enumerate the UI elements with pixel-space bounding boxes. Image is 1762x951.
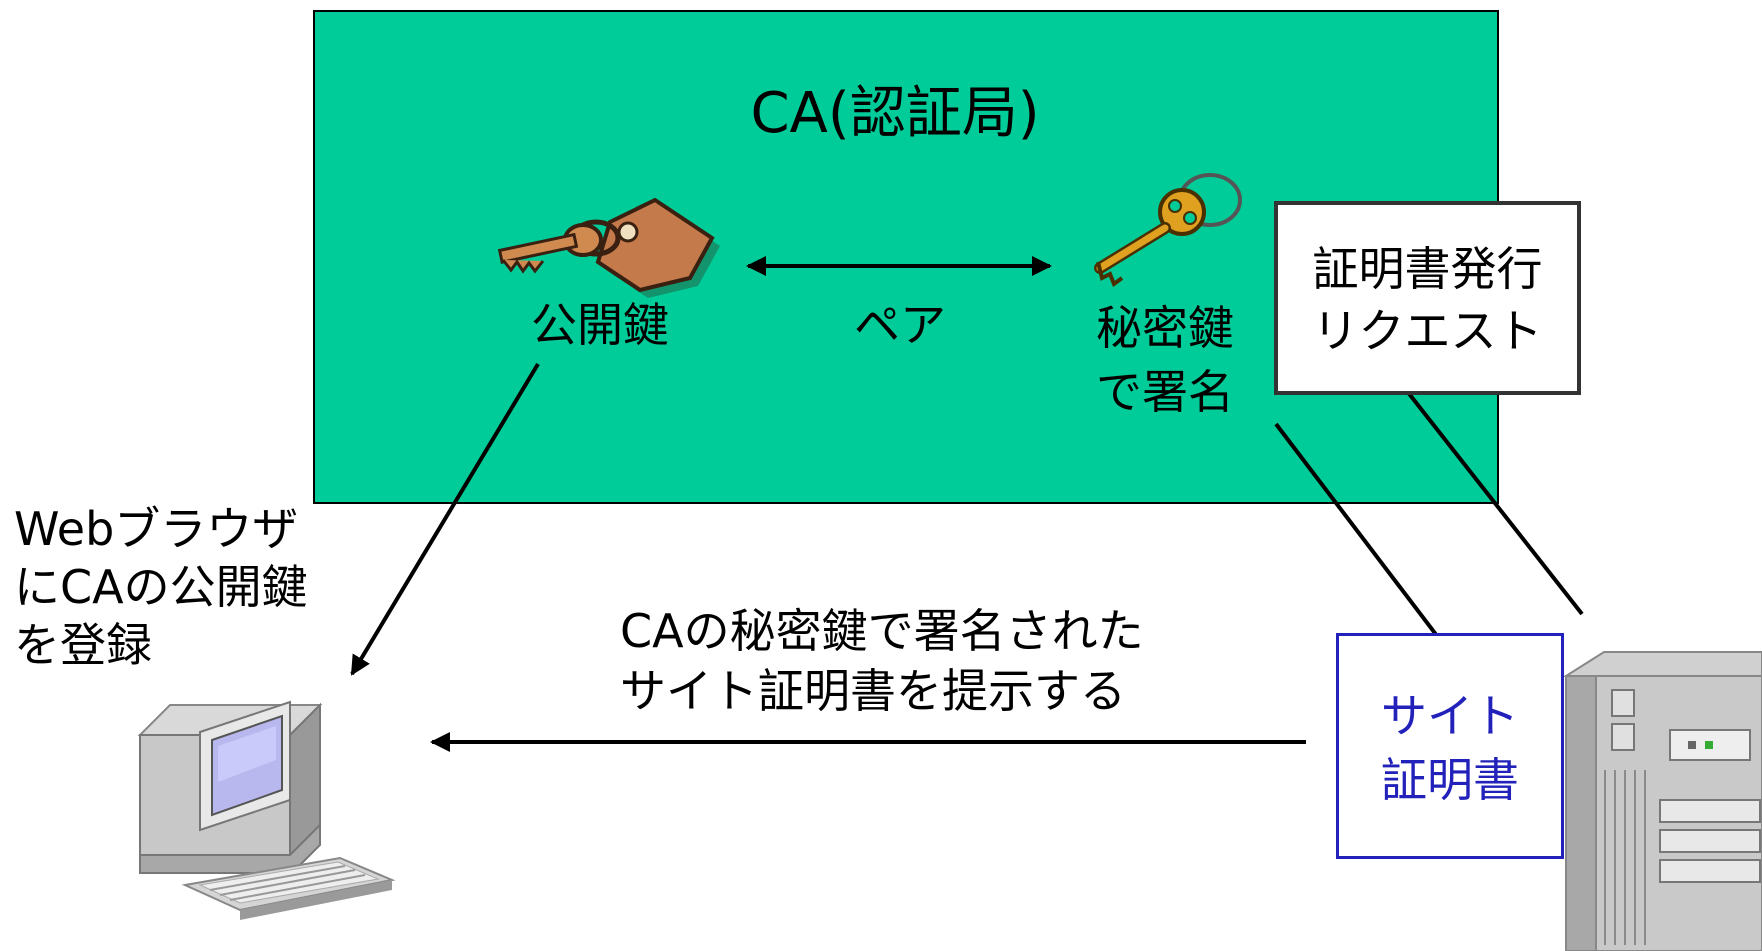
request-line2: リクエスト: [1312, 304, 1543, 358]
site-certificate-line2: 証明書: [1381, 753, 1519, 807]
certificate-note-line2: サイト証明書を提示する: [620, 664, 1126, 718]
private-key-icon: [1094, 173, 1242, 288]
private-key-label-line1: 秘密鍵: [1096, 301, 1234, 355]
browser-note-line1: Webブラウザ: [14, 502, 299, 556]
pair-label: ペア: [854, 298, 946, 352]
ca-title: CA(認証局): [750, 81, 1040, 146]
private-key-label-line2: で署名: [1096, 365, 1234, 419]
public-key-label: 公開鍵: [531, 298, 669, 352]
certificate-note-line1: CAの秘密鍵で署名された: [620, 604, 1144, 658]
site-certificate-box: [1336, 633, 1564, 859]
certificate-request-box: [1274, 201, 1581, 395]
browser-note-line2: にCAの公開鍵: [14, 560, 308, 614]
client-computer-icon: [137, 700, 396, 920]
site-certificate-line1: サイト: [1381, 689, 1519, 743]
request-arrow: [1390, 370, 1584, 616]
browser-registration-note: Webブラウザ にCAの公開鍵 を登録: [14, 500, 334, 674]
certificate-presentation-note: CAの秘密鍵で署名された サイト証明書を提示する: [620, 601, 1220, 721]
public-key-icon: [497, 197, 720, 298]
site-certificate-text: サイト 証明書: [1336, 684, 1564, 812]
certificate-request-text: 証明書発行 リクエスト: [1274, 238, 1581, 362]
private-key-label: 秘密鍵 で署名: [1080, 296, 1250, 424]
server-icon: [1562, 651, 1762, 951]
browser-note-line3: を登録: [14, 618, 152, 672]
public-key-to-browser-arrow: [350, 362, 540, 676]
request-line1: 証明書発行: [1312, 242, 1543, 296]
signing-to-certificate-arrow: [1274, 422, 1468, 676]
